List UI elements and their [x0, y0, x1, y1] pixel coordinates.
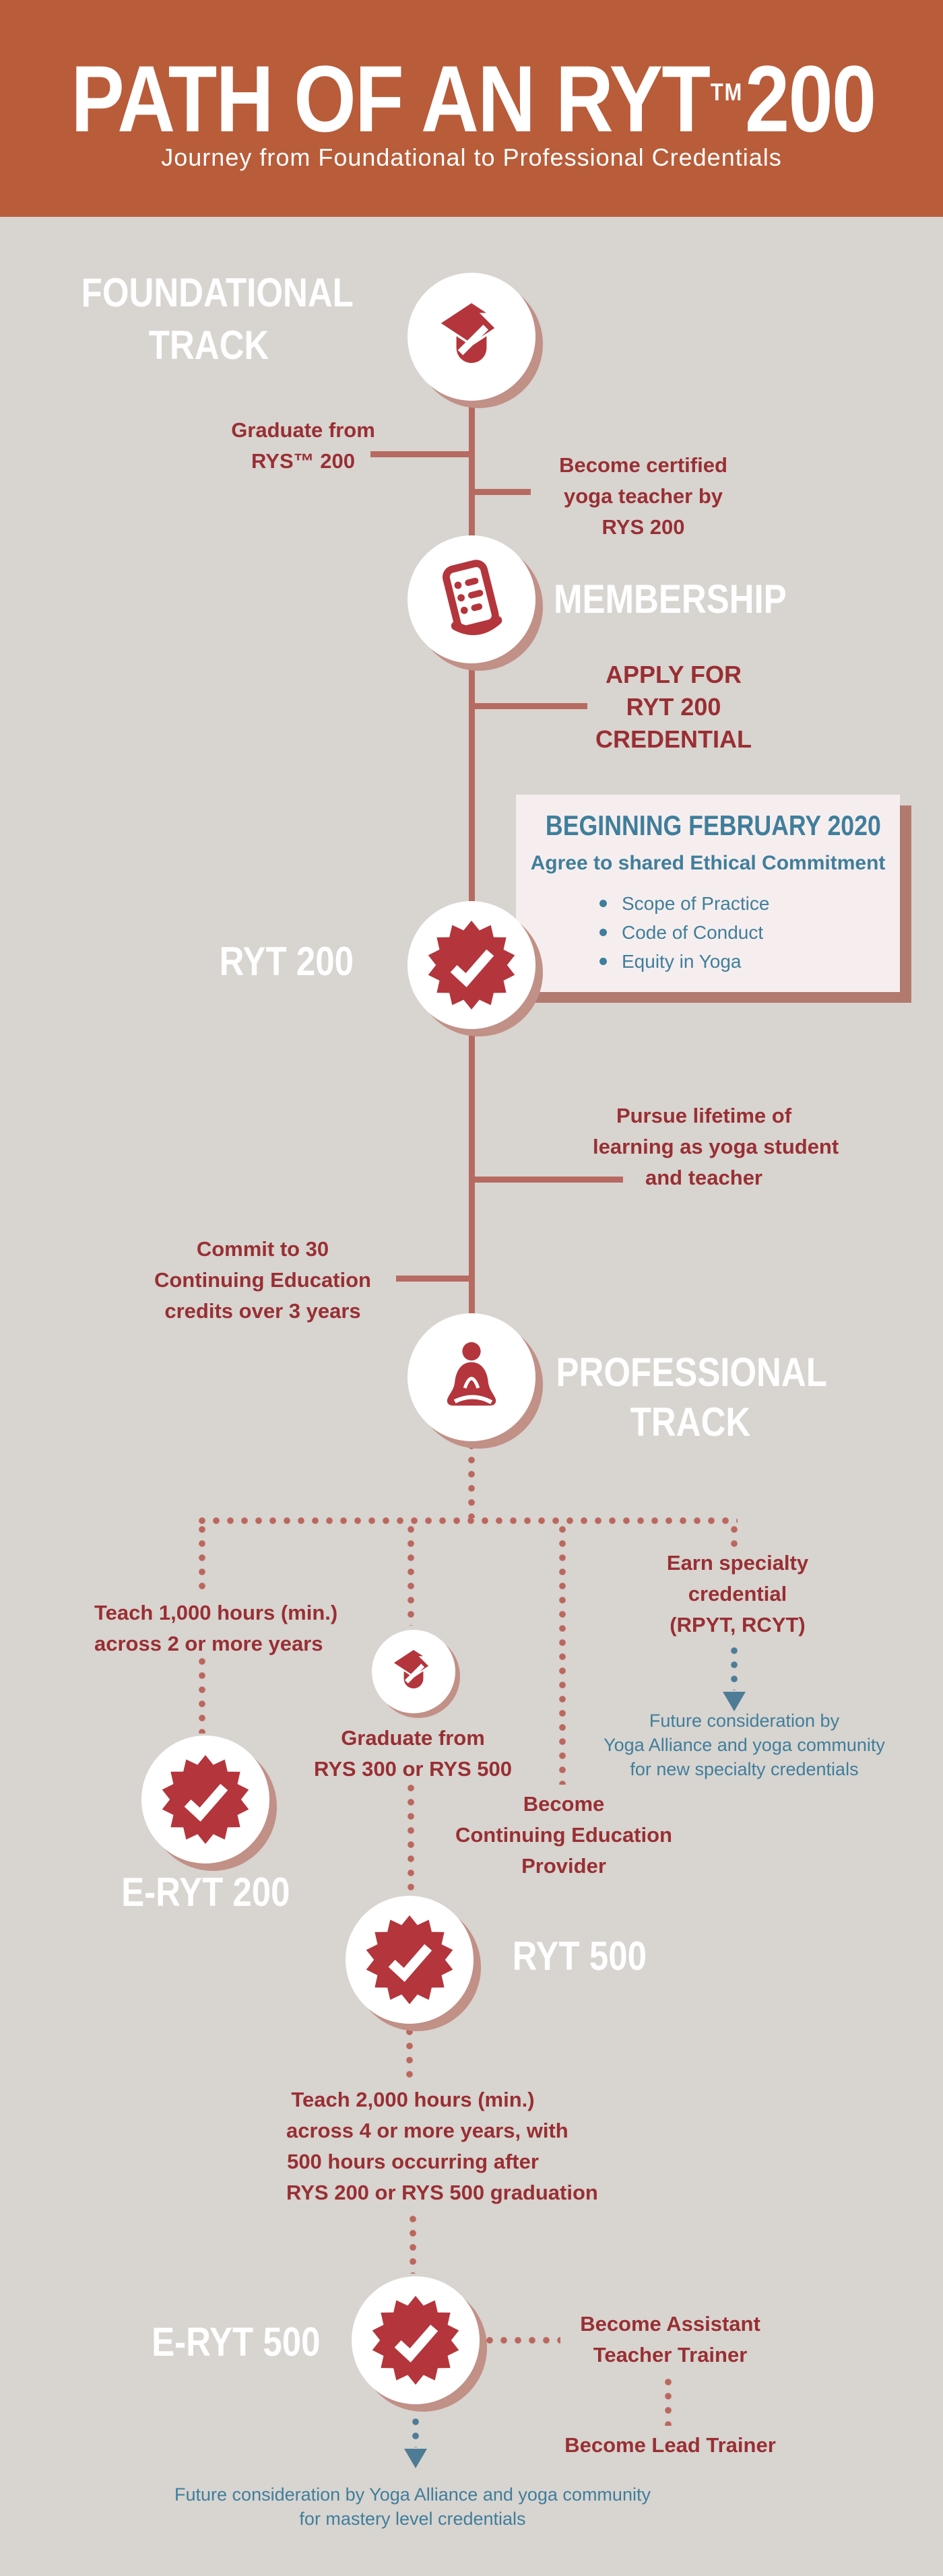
graduate-rys200-note: Graduate from RYS™ 200: [231, 418, 375, 473]
rys300-graduate-node: [372, 1630, 455, 1713]
professional-track-label: PROFESSIONAL TRACK: [556, 1350, 827, 1445]
list-item: Code of Conduct: [599, 918, 769, 947]
become-ce-provider-note: Become Continuing Education Provider: [455, 1792, 672, 1878]
branch-line-graduate: [370, 451, 472, 457]
dotted-connector-ce-provider: [559, 1526, 566, 1785]
dotted-connector-teach1000-bottom: [199, 1658, 205, 1733]
eryt200-badge-node: [141, 1736, 269, 1863]
eryt500-badge-node: [352, 2276, 480, 2404]
mastery-future-note: Future consideration by Yoga Alliance an…: [174, 2484, 651, 2529]
dotted-connector-specialty-future: [731, 1647, 738, 1690]
down-arrow-icon: [723, 1692, 746, 1711]
bullet-dot-icon: [599, 929, 607, 936]
membership-list-icon: [431, 559, 512, 640]
earn-specialty-note: Earn specialty credential (RPYT, RCYT): [666, 1551, 809, 1637]
bullet-text: Code of Conduct: [622, 921, 764, 943]
meditation-icon: [430, 1335, 513, 1419]
ryt200-badge-node: [408, 901, 535, 1029]
assistant-trainer-note: Become Assistant Teacher Trainer: [580, 2312, 760, 2367]
membership-label: MEMBERSHIP: [554, 576, 787, 622]
pursue-learning-note: Pursue lifetime of learning as yoga stud…: [593, 1104, 839, 1189]
check-seal-icon: [427, 921, 516, 1010]
list-item: Equity in Yoga: [599, 947, 769, 976]
dotted-connector-gradcap-top: [408, 1526, 414, 1626]
trademark-symbol: TM: [710, 78, 743, 106]
dotted-branch-bar: [199, 1517, 738, 1524]
bullet-text: Equity in Yoga: [622, 950, 742, 972]
dotted-connector-teach1000-top: [199, 1526, 205, 1593]
timeline-spine: [469, 310, 475, 1377]
ethics-bullet-list: Scope of Practice Code of Conduct Equity…: [599, 889, 769, 976]
dotted-connector-assistant: [486, 2337, 560, 2344]
bullet-dot-icon: [599, 900, 607, 907]
dotted-connector-ryt500-down: [406, 2028, 413, 2081]
check-seal-icon: [161, 1755, 250, 1844]
graduate-rys300-note: Graduate from RYS 300 or RYS 500: [313, 1726, 513, 1781]
branch-line-pursue: [472, 1177, 623, 1183]
title-number: 200: [745, 46, 876, 152]
ryt200-label: RYT 200: [219, 939, 354, 984]
dotted-connector-eryt500-top: [410, 2216, 416, 2274]
page-subtitle: Journey from Foundational to Professiona…: [161, 143, 782, 171]
teach-2000-note: Teach 2,000 hours (min.) across 4 or mor…: [286, 2088, 598, 2204]
branch-line-commit: [396, 1276, 474, 1282]
ryt500-badge-node: [346, 1896, 474, 2024]
list-item: Scope of Practice: [599, 889, 769, 918]
become-certified-note: Become certified yoga teacher by RYS 200: [559, 453, 727, 539]
professional-node: [408, 1313, 535, 1441]
ethical-commitment-box: BEGINNING FEBRUARY 2020 Agree to shared …: [516, 795, 900, 992]
eryt500-label: E-RYT 500: [151, 2319, 321, 2365]
header-banner: PATH OF AN RYTTM200 Journey from Foundat…: [0, 0, 943, 217]
graduation-cap-icon: [388, 1646, 439, 1697]
eryt200-label: E-RYT 200: [121, 1870, 290, 1915]
specialty-future-note: Future consideration by Yoga Alliance an…: [604, 1711, 885, 1779]
teach-1000-note: Teach 1,000 hours (min.) across 2 or mor…: [94, 1601, 338, 1655]
dotted-connector-ryt500-top: [408, 1785, 414, 1894]
dotted-connector-lead-trainer: [665, 2379, 672, 2426]
foundational-node: [408, 273, 535, 401]
commit-credits-note: Commit to 30 Continuing Education credit…: [154, 1237, 371, 1323]
ethics-box-heading: BEGINNING FEBRUARY 2020: [545, 810, 881, 841]
check-seal-icon: [371, 2296, 460, 2385]
dotted-connector-mastery-future: [412, 2404, 419, 2447]
branch-line-apply: [472, 703, 587, 709]
down-arrow-icon: [404, 2449, 427, 2468]
title-main: PATH OF AN RYT: [71, 46, 711, 152]
dotted-connector-professional-drop: [468, 1443, 475, 1518]
lead-trainer-note: Become Lead Trainer: [564, 2433, 776, 2457]
foundational-track-label: FOUNDATIONAL TRACK: [81, 270, 354, 368]
ethics-box-subheading: Agree to shared Ethical Commitment: [530, 852, 886, 874]
graduation-cap-icon: [432, 297, 511, 376]
apply-credential-note: APPLY FOR RYT 200 CREDENTIAL: [595, 661, 752, 753]
membership-node: [408, 535, 535, 663]
bullet-text: Scope of Practice: [622, 892, 770, 914]
page-title: PATH OF AN RYTTM200: [0, 46, 943, 146]
ryt500-label: RYT 500: [512, 1934, 647, 1979]
branch-line-certified: [472, 489, 531, 495]
bullet-dot-icon: [599, 958, 607, 965]
dotted-connector-specialty: [731, 1526, 738, 1552]
